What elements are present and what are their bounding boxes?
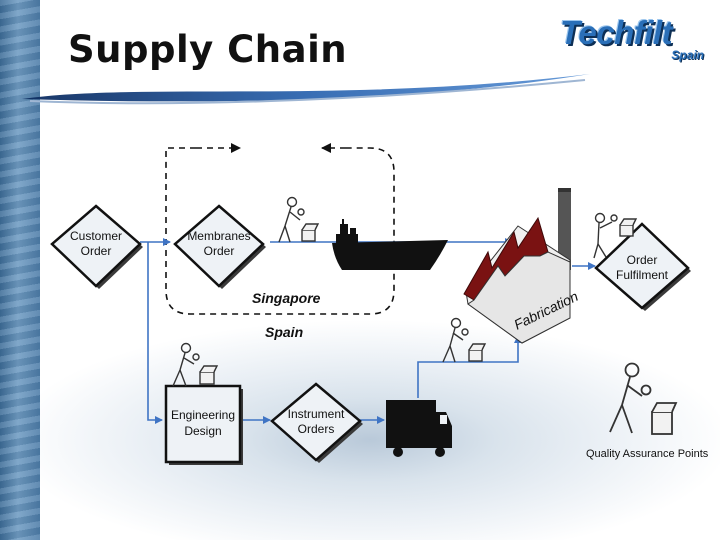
water-strip <box>0 0 40 540</box>
instrument-orders-line1: Instrument <box>288 407 345 421</box>
node-customer-order: Customer Order <box>50 204 143 289</box>
flow-customer-to-engineering <box>147 242 163 424</box>
inspector-icon-membranes <box>278 196 320 243</box>
customer-order-line1: Customer <box>70 229 122 243</box>
factory-icon: Fabrication <box>463 188 581 344</box>
node-instrument-orders: Instrument Orders <box>270 382 363 463</box>
instrument-orders-line2: Orders <box>298 422 335 436</box>
node-engineering-design: Engineering Design <box>164 384 243 465</box>
membranes-order-line1: Membranes <box>187 229 250 243</box>
inspector-icon-fulfilment <box>593 212 638 259</box>
logo-subtitle: Spain <box>671 48 704 62</box>
ship-icon <box>332 219 448 270</box>
region-label-spain: Spain <box>265 324 303 340</box>
logo-wordmark: Techfilt <box>560 14 673 51</box>
region-label-singapore: Singapore <box>252 290 321 306</box>
inspector-icon-engineering <box>172 342 219 387</box>
inspector-icon-fabrication <box>442 317 487 363</box>
node-membranes-order: Membranes Order <box>173 204 266 289</box>
techfilt-logo: Techfilt Spain <box>556 8 714 68</box>
inspector-icon-legend <box>609 362 678 435</box>
engineering-design-line1: Engineering <box>171 408 235 422</box>
slide-title: Supply Chain <box>68 28 348 71</box>
customer-order-line2: Order <box>81 244 112 258</box>
engineering-design-line2: Design <box>184 424 221 438</box>
flow-truck-to-fabrication <box>417 335 522 398</box>
header-swoosh <box>22 74 590 102</box>
legend-quality-assurance: Quality Assurance Points <box>586 448 709 460</box>
truck-icon <box>386 400 452 457</box>
singapore-region-boundary <box>165 147 395 315</box>
node-order-fulfilment: Order Fulfilment <box>594 222 691 311</box>
order-fulfilment-line2: Fulfilment <box>616 268 669 282</box>
header-swoosh-shadow <box>29 79 586 105</box>
membranes-order-line2: Order <box>204 244 235 258</box>
order-fulfilment-line1: Order <box>627 253 658 267</box>
